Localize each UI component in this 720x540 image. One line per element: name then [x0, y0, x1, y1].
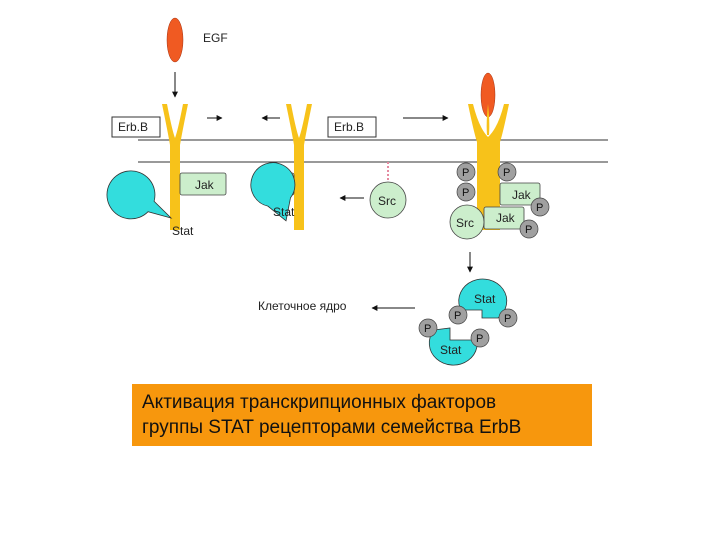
- p-stat-2: P: [454, 310, 461, 322]
- p-stat-3: P: [504, 313, 511, 325]
- caption-box: Активация транскрипционных факторов груп…: [132, 384, 592, 446]
- p-stat-4: P: [476, 333, 483, 345]
- erbb-receptor-middle: [286, 104, 312, 230]
- caption-line-1: Активация транскрипционных факторов: [142, 392, 497, 413]
- stat-middle-label: Stat: [273, 205, 295, 219]
- p-jak-1: P: [536, 202, 543, 214]
- p-jak-2: P: [525, 224, 532, 236]
- jak-dimer-upper-label: Jak: [512, 188, 532, 202]
- stat-dimer-upper-label: Stat: [474, 292, 496, 306]
- jak-dimer-lower-label: Jak: [496, 211, 516, 225]
- jak-dimer-lower: [483, 206, 525, 230]
- erbb-left-box: [111, 116, 161, 138]
- stat-left: [106, 170, 173, 220]
- erbb-receptor-left: [162, 104, 188, 230]
- jak-left: [179, 172, 227, 196]
- src-left-label: Src: [378, 194, 396, 208]
- src-left: [369, 181, 407, 219]
- p-receptor-3: P: [503, 167, 510, 179]
- erbb-left-label: Erb.B: [118, 120, 148, 134]
- phospho-sites-jak: [519, 197, 550, 239]
- egf-label: EGF: [203, 31, 228, 45]
- caption-line-2: группы STAT рецепторами семейства ErbB: [142, 417, 522, 438]
- erbb-right-box: [327, 116, 377, 138]
- p-receptor-2: P: [462, 187, 469, 199]
- phospho-sites-receptor: [456, 162, 517, 202]
- p-stat-1: P: [424, 323, 431, 335]
- stat-left-label: Stat: [172, 224, 194, 238]
- stat-dimer-lower-label: Stat: [440, 343, 462, 357]
- egf-ligand: [166, 17, 184, 63]
- jak-left-label: Jak: [195, 178, 215, 192]
- p-receptor-1: P: [462, 167, 469, 179]
- stat-dimer-phosphorylated: [418, 278, 518, 366]
- jak-dimer-upper: [499, 182, 541, 206]
- erbb-right-label: Erb.B: [334, 120, 364, 134]
- nucleus-label: Клеточное ядро: [258, 299, 347, 313]
- stat-middle: [250, 162, 296, 222]
- src-right: [449, 204, 485, 240]
- src-right-label: Src: [456, 216, 474, 230]
